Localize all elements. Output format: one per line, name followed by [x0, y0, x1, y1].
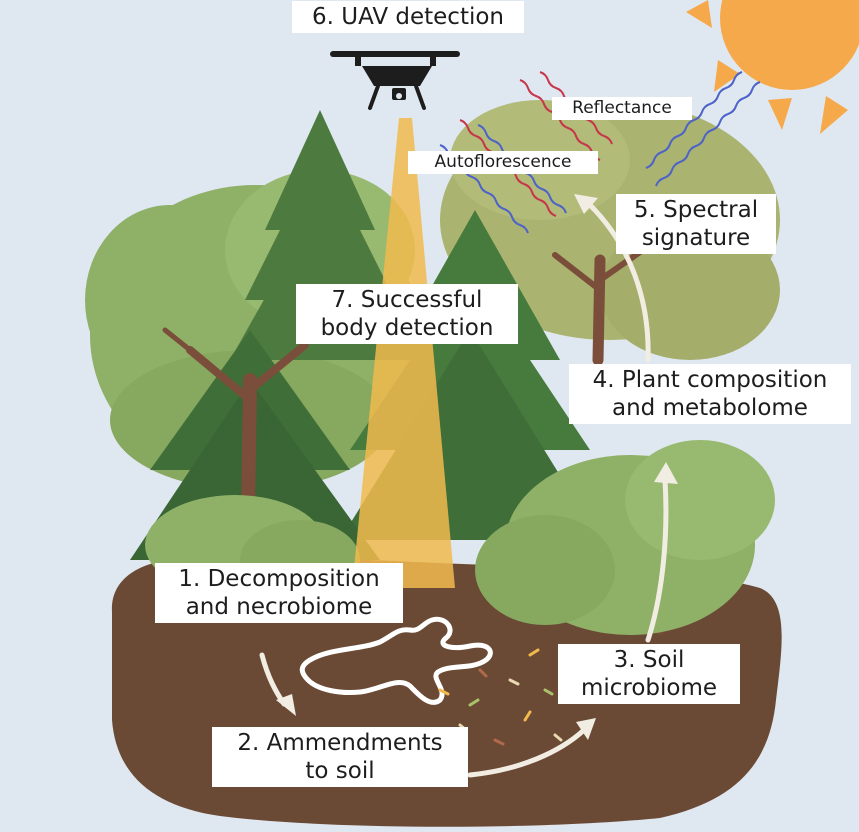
label-spectral-line-2: signature [641, 225, 751, 252]
label-soil-microbiome: 3. Soil microbiome [558, 644, 740, 705]
label-successful-detection: 7. Successful body detection [296, 284, 518, 345]
label-autofluorescence: Autoflorescence [408, 151, 598, 174]
label-success-line-1: 7. Successful [331, 287, 483, 313]
label-plant-line-2: and metabolome [612, 395, 808, 422]
arrow-heads [276, 194, 678, 740]
label-decomp-line-1: 1. Decomposition [178, 566, 380, 592]
label-soil-micro-line-1: 3. Soil [613, 647, 685, 673]
label-amend-line-2: to soil [305, 758, 375, 785]
label-reflectance: Reflectance [552, 97, 692, 120]
sun-icon [686, 0, 859, 134]
label-decomposition: 1. Decomposition and necrobiome [155, 563, 403, 624]
label-autofluorescence-text: Autoflorescence [434, 152, 572, 172]
label-spectral-line-1: 5. Spectral [633, 197, 759, 223]
label-amendments: 2. Ammendments to soil [212, 727, 468, 788]
label-reflectance-text: Reflectance [572, 98, 672, 118]
label-soil-micro-line-2: microbiome [580, 675, 718, 702]
label-uav-text: 6. UAV detection [311, 4, 505, 30]
body-outline-icon [299, 616, 493, 705]
label-amend-line-1: 2. Ammendments [237, 730, 443, 756]
label-uav-detection: 6. UAV detection [292, 1, 524, 34]
label-plant-composition: 4. Plant composition and metabolome [569, 364, 851, 425]
label-spectral-signature: 5. Spectral signature [616, 194, 776, 255]
arrow-amendments-to-soil-microbiome [467, 727, 587, 778]
uav-detection-beam [352, 118, 455, 588]
flow-arrows [259, 202, 669, 778]
label-decomp-line-2: and necrobiome [185, 594, 373, 621]
label-success-line-2: body detection [320, 315, 494, 342]
label-plant-line-1: 4. Plant composition [592, 367, 828, 393]
arrow-soil-to-plant [645, 477, 669, 643]
drone-icon [330, 51, 460, 110]
arrow-plant-to-spectral [587, 202, 651, 363]
